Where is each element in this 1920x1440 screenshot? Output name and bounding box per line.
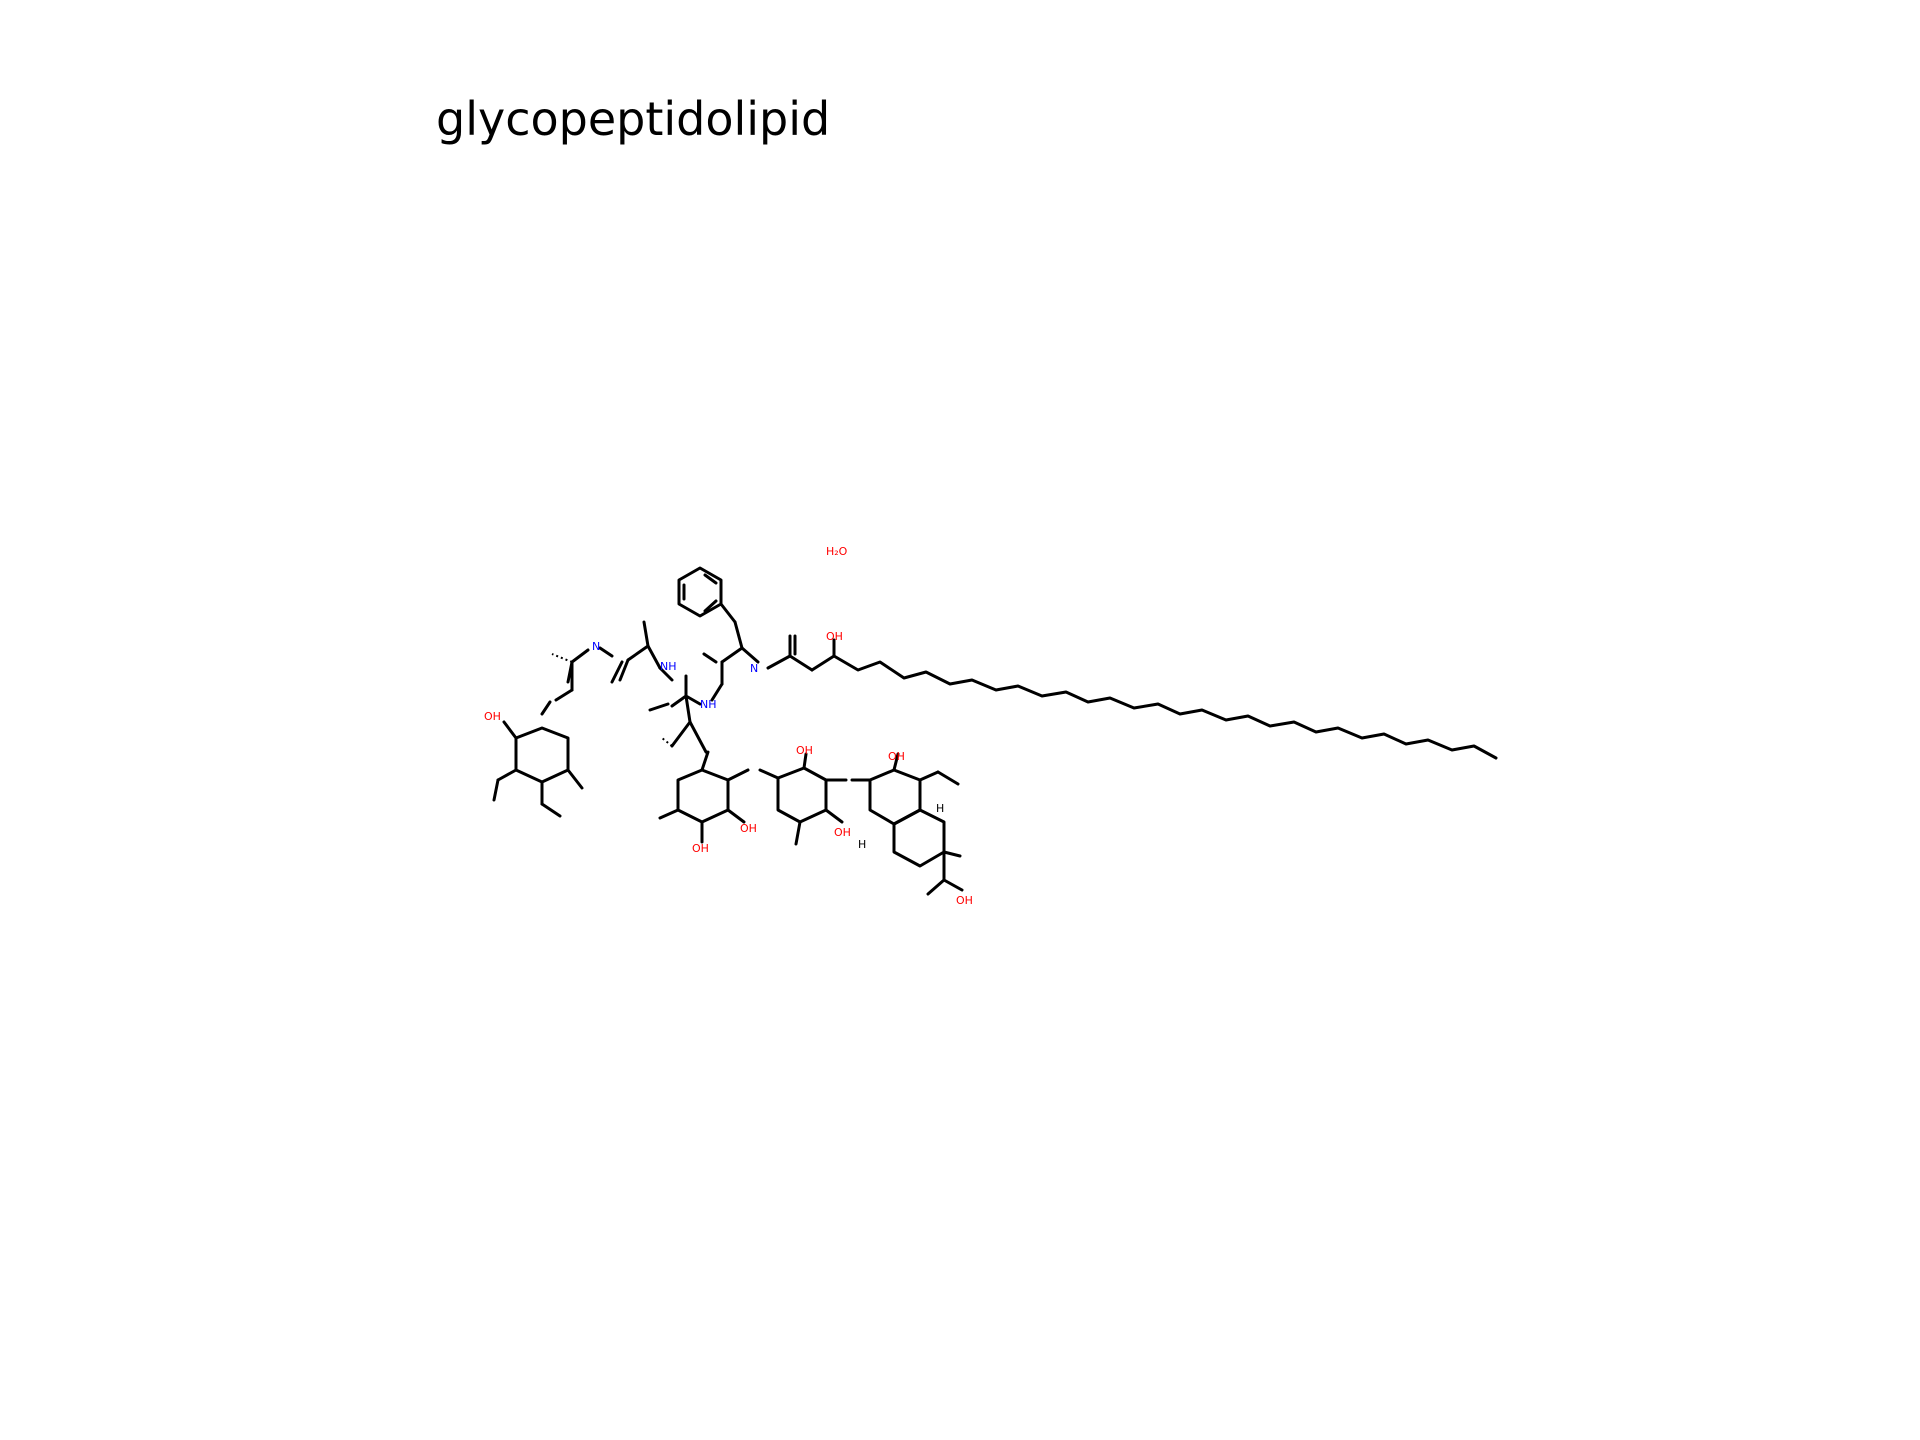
hydroxyl-label-5: OH — [796, 744, 813, 757]
hydroxyl-label-7: OH — [888, 750, 905, 763]
pyruvylated-sugar-ring — [850, 752, 964, 896]
stereo-h-label-2: H — [858, 838, 866, 851]
carboxyl-oh-label: OH — [956, 894, 973, 907]
page-title: glycopeptidolipid — [436, 92, 831, 146]
water-label: H₂O — [826, 545, 848, 558]
atom-labels: OH N NH NH N OH OH OH OH OH OH OH H H — [484, 630, 973, 907]
hydroxyl-label-4: OH — [740, 822, 757, 835]
amide-n-label: N — [750, 662, 758, 675]
hydroxyl-label-2: OH — [484, 710, 501, 723]
amide-n-label-2: N — [592, 640, 600, 653]
left-sugar-ring — [492, 720, 584, 818]
hydroxyl-label: OH — [826, 630, 843, 643]
stereo-h-label-1: H — [936, 802, 944, 815]
middle-sugar-ring-2 — [758, 752, 848, 846]
middle-sugar-ring-1 — [658, 750, 750, 844]
hydroxyl-label-6: OH — [834, 826, 851, 839]
lipid-chain — [832, 654, 1498, 760]
phenyl-ring — [677, 566, 744, 650]
hydroxyl-label-3: OH — [692, 842, 709, 855]
peptide-backbone — [540, 620, 836, 754]
amide-nh-label-2: NH — [660, 660, 677, 673]
amide-nh-label-1: NH — [700, 698, 717, 711]
